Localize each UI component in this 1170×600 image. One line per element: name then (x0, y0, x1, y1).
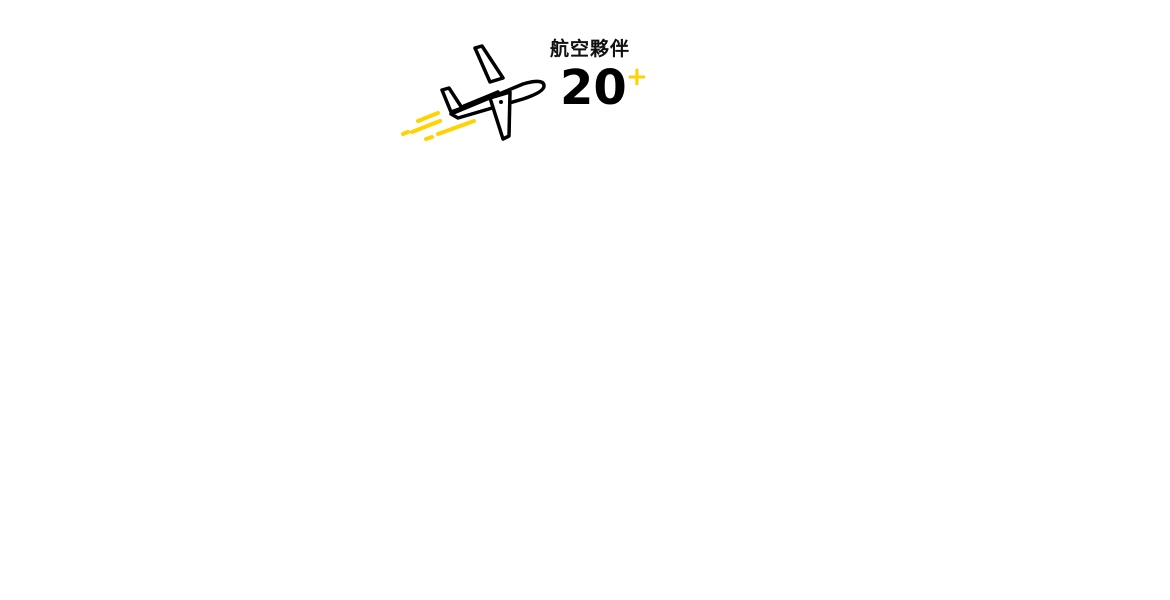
stat-plus-suffix: + (626, 62, 648, 92)
airline-partners-stat: 航空夥伴 20 + (398, 30, 658, 150)
stat-value: 20 (560, 60, 627, 116)
stat-label: 航空夥伴 (550, 38, 631, 60)
airplane-takeoff-icon (401, 44, 546, 141)
stat-text-group: 航空夥伴 20 + (550, 30, 660, 140)
